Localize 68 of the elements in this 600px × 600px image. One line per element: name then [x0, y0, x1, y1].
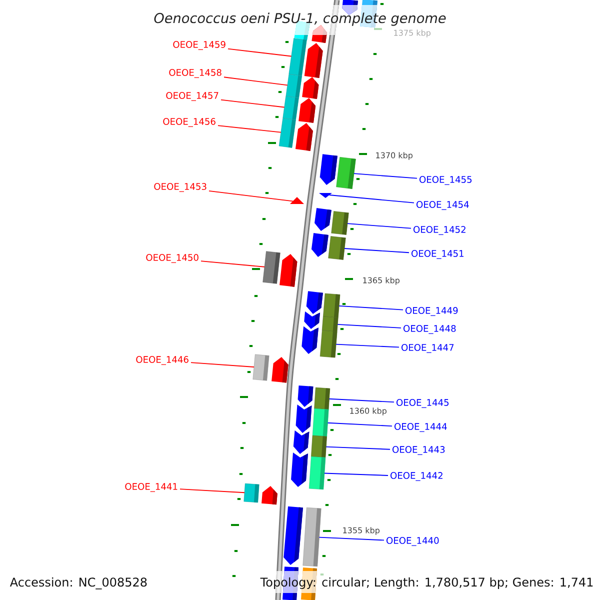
- leader-line: [328, 194, 414, 204]
- gene-block: [282, 96, 299, 120]
- gene-label: OEOE_1446: [136, 356, 188, 365]
- gene-block: [314, 387, 330, 410]
- gene-block: [262, 251, 280, 284]
- leader-line: [328, 398, 394, 403]
- leader-line: [324, 472, 388, 476]
- leader-line: [224, 76, 288, 86]
- gene-label: OEOE_1450: [146, 254, 198, 263]
- gene-block: [322, 316, 338, 332]
- gene-label: OEOE_1447: [402, 344, 454, 353]
- leader-line: [354, 173, 418, 179]
- gene-label: OEOE_1453: [154, 183, 206, 192]
- gene-block: [311, 435, 327, 458]
- leader-line: [228, 48, 292, 57]
- gene-block: [323, 293, 340, 318]
- leader-line: [344, 248, 410, 254]
- leader-line: [318, 536, 384, 541]
- gene-block: [244, 483, 260, 503]
- genome-info-text: Topology: circular; Length: 1,780,517 bp; Genes: 1,741: [260, 577, 593, 589]
- gene-block: [331, 211, 349, 235]
- gene-block: [336, 157, 356, 189]
- leader-line: [326, 446, 390, 450]
- gene-label: OEOE_1440: [386, 537, 439, 546]
- gene-block: [320, 330, 338, 358]
- leader-line: [208, 190, 294, 202]
- gene-label: OEOE_1445: [396, 399, 449, 408]
- scale-label: 1355 kbp: [343, 527, 380, 535]
- gene-block: [312, 408, 329, 437]
- gene-block: [286, 74, 302, 98]
- leader-line: [220, 99, 285, 108]
- title: Oenococcus oeni PSU-1, complete genome: [154, 12, 446, 26]
- gene-label: OEOE_1459: [173, 41, 226, 50]
- scale-label: 1370 kbp: [376, 152, 413, 160]
- gene-block: [328, 236, 346, 260]
- gene-label: OEOE_1457: [166, 92, 218, 101]
- gene-block: [309, 456, 326, 490]
- gene-label: OEOE_1449: [406, 307, 458, 316]
- gene-block: [302, 507, 322, 567]
- gene-label: OEOE_1443: [392, 446, 445, 455]
- leader-line: [337, 324, 402, 328]
- scale-label: 1360 kbp: [350, 408, 387, 416]
- leader-line: [327, 422, 392, 427]
- gene-feature: [290, 197, 304, 204]
- gene-label: OEOE_1452: [414, 226, 466, 235]
- gene-label: OEOE_1454: [416, 201, 469, 210]
- leader-line: [338, 305, 404, 310]
- leader-line: [190, 362, 254, 368]
- gene-label: OEOE_1441: [125, 483, 178, 492]
- gene-label: OEOE_1458: [169, 69, 222, 78]
- gene-label: OEOE_1451: [412, 250, 464, 259]
- gene-feature: [319, 193, 332, 198]
- leader-line: [180, 488, 245, 494]
- gene-block: [278, 118, 296, 148]
- gene-label: OEOE_1448: [404, 325, 456, 334]
- leader-line: [336, 344, 400, 348]
- leader-line: [218, 125, 282, 133]
- scale-label: 1375 kbp: [394, 30, 431, 38]
- gene-block: [288, 38, 307, 76]
- leader-line: [347, 223, 412, 229]
- gene-label: OEOE_1455: [420, 176, 472, 185]
- gene-label: OEOE_1456: [163, 118, 216, 127]
- scale-label: 1365 kbp: [363, 277, 400, 285]
- gene-label: OEOE_1444: [394, 423, 447, 432]
- gene-label: OEOE_1442: [390, 472, 442, 481]
- gene-block: [252, 354, 270, 381]
- leader-line: [200, 260, 265, 268]
- accession-text: Accession: NC_008528: [10, 577, 147, 590]
